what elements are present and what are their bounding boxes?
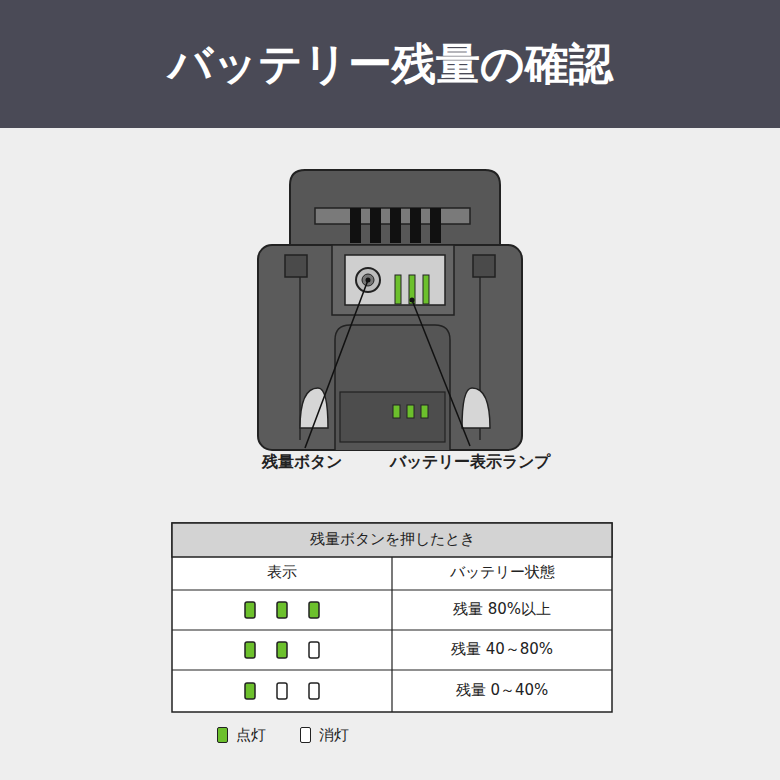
column-header: 表示 [267,563,297,581]
lamp-icon [277,683,287,699]
part-label: 残量ボタン [260,452,344,471]
leader-line [412,300,470,446]
lamp-icon [277,602,287,618]
lamp-icon [277,642,287,658]
lamp-icon [309,683,319,699]
lamp-icon [245,683,255,699]
table-cell: 残量 80%以上 [453,600,551,618]
table-header: 残量ボタンを押したとき [310,530,475,548]
lamp-icon [309,602,319,618]
leader-line [305,280,368,448]
legend-swatch [217,727,228,743]
legend-swatch [300,727,311,743]
table-cell: 残量 0～40% [456,681,549,699]
lamp-icon [245,642,255,658]
part-label: バッテリー表示ランプ [388,452,552,471]
title-band [0,0,780,128]
title: バッテリー残量の確認 [0,38,780,91]
legend-text: 点灯 [236,726,266,744]
lamp-icon [245,602,255,618]
lamp-icon [309,642,319,658]
table-cell: 残量 40～80% [451,640,553,658]
column-header: バッテリー状態 [450,563,555,581]
legend-text: 消灯 [319,726,349,744]
status-table [172,523,612,712]
